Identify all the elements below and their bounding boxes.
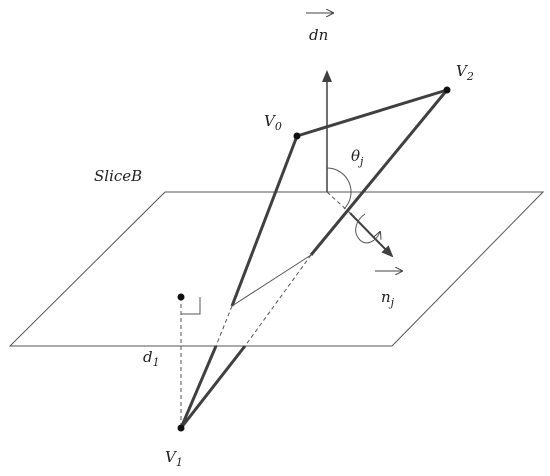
edge-v0-v2 [296, 88, 448, 138]
v0-label: V0 [264, 112, 282, 133]
rotation-arc [355, 213, 380, 244]
edge-v2-v1-lower [179, 345, 247, 429]
edge-v2-v1-upper [309, 89, 449, 256]
theta-angle-arc [326, 167, 352, 210]
edge-v0-v1-lower [179, 345, 218, 429]
slice-plane [8, 191, 545, 347]
edge-v0-v1-upper [230, 135, 299, 307]
intersection-line [231, 254, 312, 307]
normal-dashed-line [326, 191, 351, 214]
v2-point [443, 86, 451, 94]
v1-label: V1 [165, 448, 183, 469]
edge-v0-v1-hidden [215, 305, 233, 347]
nj-label: nj [381, 288, 395, 309]
right-angle-marker [181, 297, 201, 315]
edge-v2-v1-hidden [244, 254, 312, 347]
v0-point [293, 132, 301, 140]
dn-label: dn [309, 26, 328, 44]
slice-label: SliceB [94, 167, 142, 185]
d1-label: d1 [143, 348, 160, 369]
v1-point [177, 424, 185, 432]
projection-point [177, 293, 185, 301]
theta-label: θj [351, 147, 364, 168]
v2-label: V2 [456, 62, 474, 83]
nj-normal-arrow [349, 212, 394, 258]
